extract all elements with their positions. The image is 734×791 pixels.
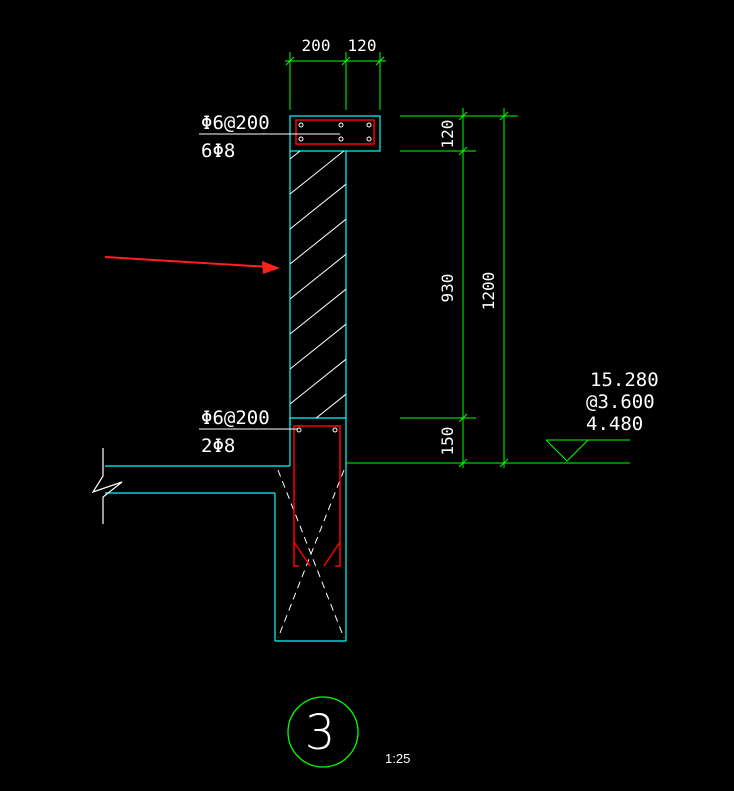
top-beam-bars	[298, 122, 372, 142]
slab-break-line	[91, 448, 123, 524]
dim-top-width-120: 120	[348, 36, 377, 55]
detail-circle	[287, 696, 359, 768]
lower-beam-bars	[296, 427, 338, 433]
elevation-3: 4.480	[586, 413, 643, 435]
dim-height-120: 120	[438, 120, 457, 149]
pointer-arrow	[104, 256, 280, 274]
label-top-stirrup: Φ6@200	[201, 112, 270, 134]
wall-outline	[105, 115, 381, 642]
label-bottom-main-bars: 2Φ8	[201, 435, 235, 457]
rebar-leaders	[199, 133, 340, 430]
dim-height-1200: 1200	[479, 272, 498, 311]
label-bottom-stirrup: Φ6@200	[201, 407, 270, 429]
wall-hatch	[290, 151, 346, 418]
elevation-1: 15.280	[590, 369, 659, 391]
dim-height-930: 930	[438, 274, 457, 303]
label-top-main-bars: 6Φ8	[201, 140, 235, 162]
detail-number: 3	[305, 705, 336, 761]
lower-beam-rebar	[293, 425, 341, 567]
beam-cross-dashed	[277, 469, 345, 639]
top-beam-rebar	[295, 119, 375, 145]
elevation-2: @3.600	[586, 391, 655, 413]
detail-scale: 1:25	[385, 751, 410, 766]
dim-top-width-200: 200	[302, 36, 331, 55]
dimension-lines	[285, 52, 630, 468]
dim-height-150: 150	[438, 427, 457, 456]
